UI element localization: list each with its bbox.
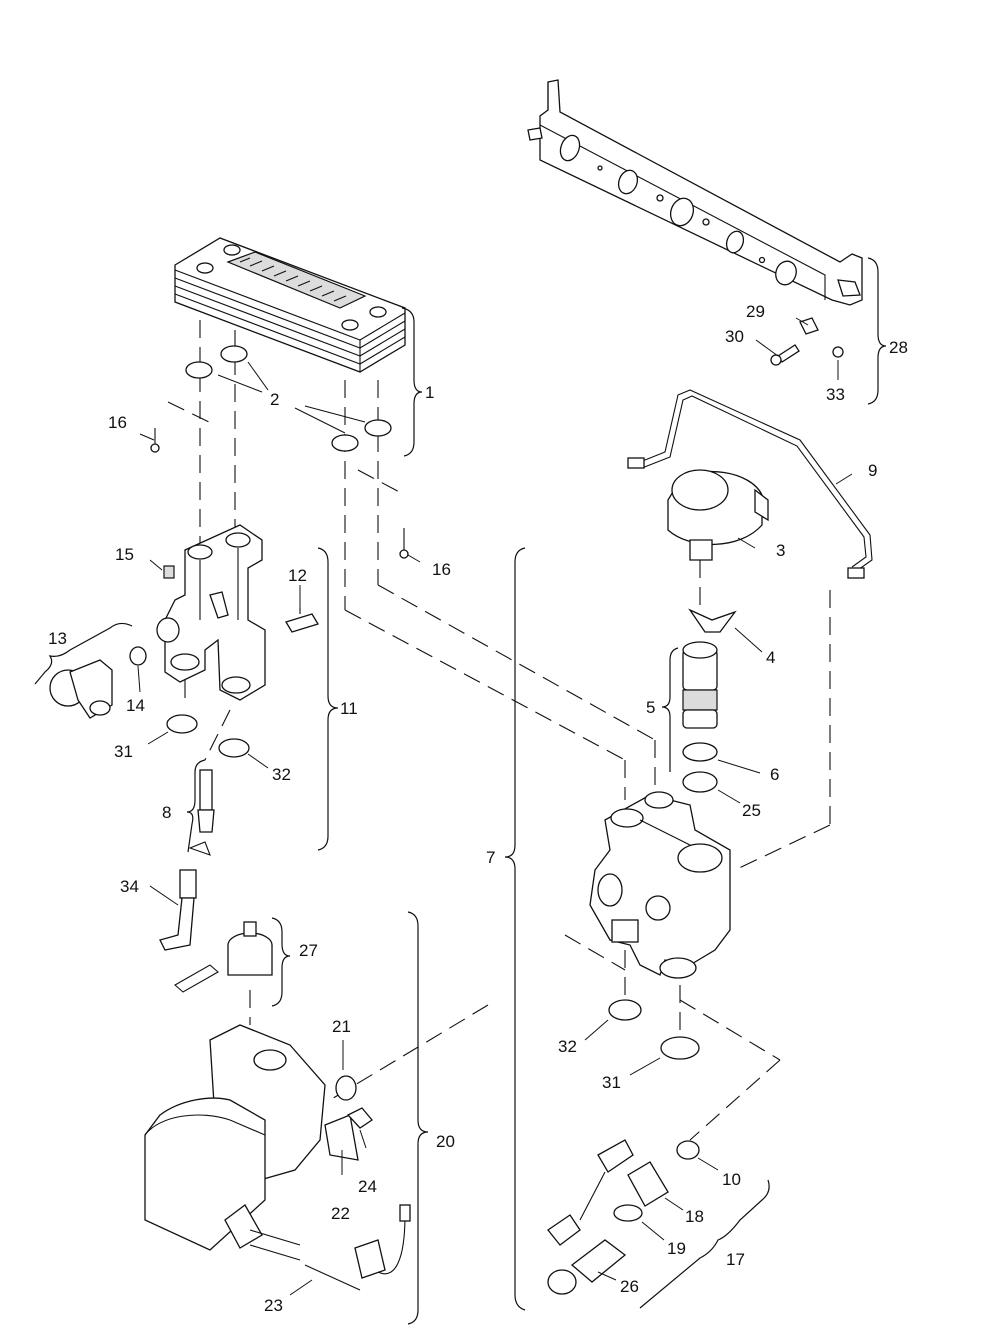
o-ring-21 <box>335 1075 357 1101</box>
callout-1: 1 <box>425 383 434 402</box>
callout-18: 18 <box>685 1207 704 1226</box>
diverter-valve-motor <box>667 469 769 561</box>
flow-hydraulic-block <box>589 791 731 979</box>
valve-insert-8 <box>188 769 215 856</box>
callout-6: 6 <box>770 765 779 784</box>
callout-3: 3 <box>776 541 785 560</box>
pipe-9 <box>627 389 873 579</box>
sensor-12 <box>285 608 319 633</box>
callout-19: 19 <box>667 1239 686 1258</box>
screw-33 <box>832 346 844 358</box>
callout-21: 21 <box>332 1017 351 1036</box>
gasket-set-2 <box>185 345 392 452</box>
gaskets-left <box>166 714 250 758</box>
plate-heat-exchanger <box>174 237 406 373</box>
callout-7: 7 <box>486 848 495 867</box>
callout-12: 12 <box>288 566 307 585</box>
callout-17: 17 <box>726 1250 745 1269</box>
callout-33: 33 <box>826 385 845 404</box>
screw-16-left <box>150 428 160 453</box>
callout-5: 5 <box>646 698 655 717</box>
o-rings-6-25 <box>682 742 718 793</box>
callout-labels: 1 2 3 4 5 6 7 8 9 10 11 12 13 14 15 16 1… <box>48 302 908 1315</box>
callout-29: 29 <box>746 302 765 321</box>
o-ring-14 <box>129 646 147 666</box>
filling-loop-34 <box>159 869 197 951</box>
callout-27: 27 <box>299 941 318 960</box>
callout-32-right: 32 <box>558 1037 577 1056</box>
cap-10 <box>676 1140 700 1160</box>
return-hydraulic-block <box>156 524 266 701</box>
wall-bracket <box>527 79 863 306</box>
callout-26: 26 <box>620 1277 639 1296</box>
callout-34: 34 <box>120 877 139 896</box>
callout-4: 4 <box>766 648 775 667</box>
callout-16-right: 16 <box>432 560 451 579</box>
callout-20: 20 <box>436 1132 455 1151</box>
screw-16-right <box>399 528 409 559</box>
callout-24: 24 <box>358 1177 377 1196</box>
flow-sensor-17 <box>547 1139 669 1295</box>
callout-9: 9 <box>868 461 877 480</box>
clip-4 <box>688 608 737 633</box>
callout-22: 22 <box>331 1204 350 1223</box>
circulation-pump <box>144 1024 411 1291</box>
callout-25: 25 <box>742 801 761 820</box>
callout-16-left: 16 <box>108 413 127 432</box>
callout-13: 13 <box>48 629 67 648</box>
callout-14: 14 <box>126 696 145 715</box>
clip-24 <box>346 1107 373 1129</box>
valve-13 <box>49 659 113 719</box>
assembly-guide-lines <box>167 320 831 1141</box>
leader-lines <box>137 317 853 1296</box>
callout-10: 10 <box>722 1170 741 1189</box>
plug-15 <box>163 565 175 579</box>
valve-cartridge-5 <box>682 641 718 729</box>
callout-31-right: 31 <box>602 1073 621 1092</box>
screw-30 <box>770 344 800 366</box>
braces <box>34 257 887 1325</box>
callout-2: 2 <box>270 390 279 409</box>
gaskets-right <box>608 999 700 1060</box>
callout-23: 23 <box>264 1296 283 1315</box>
automatic-air-vent <box>174 921 273 993</box>
bracket-clip-29 <box>799 317 819 335</box>
callout-30: 30 <box>725 327 744 346</box>
callout-8: 8 <box>162 803 171 822</box>
callout-31-left: 31 <box>114 742 133 761</box>
callout-11: 11 <box>340 699 358 718</box>
callout-28: 28 <box>889 338 908 357</box>
callout-32-left: 32 <box>272 765 291 784</box>
callout-15: 15 <box>115 545 134 564</box>
